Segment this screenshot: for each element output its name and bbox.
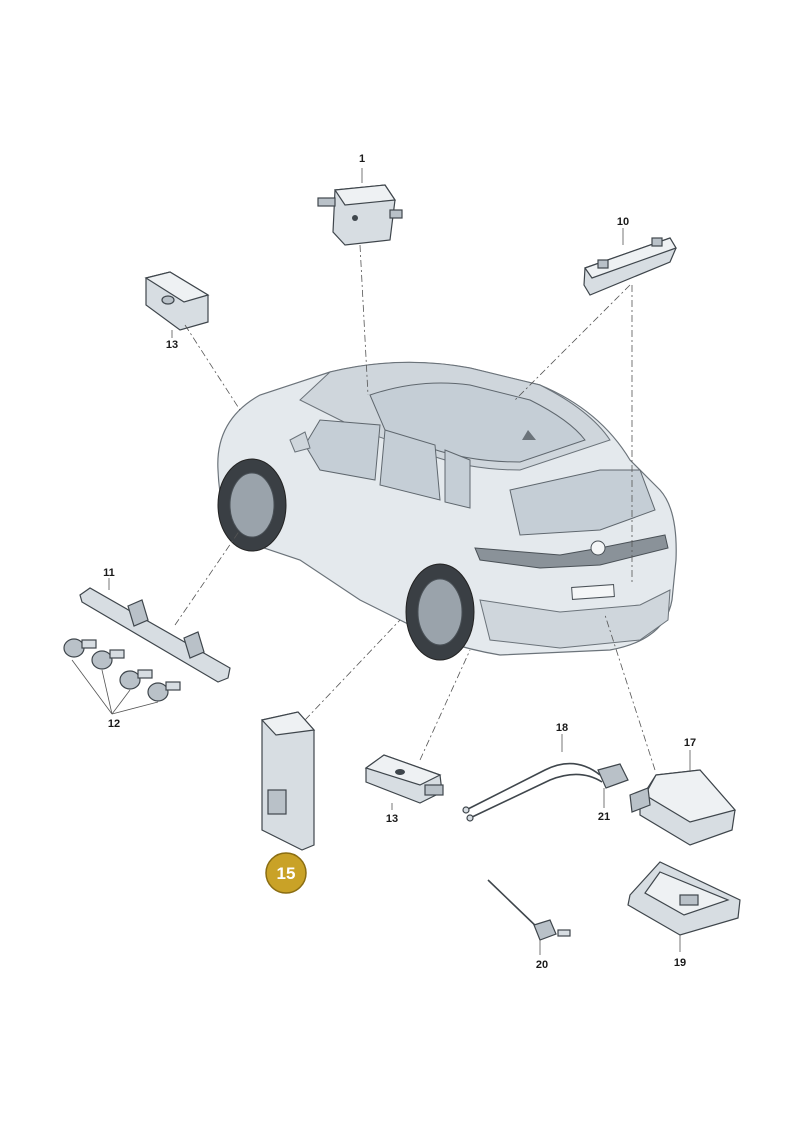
callout-15-badge: 15 [265,852,307,894]
part-13-module-upper [144,271,210,331]
part-17-control-box [629,769,737,846]
part-19-tray-housing [627,861,741,936]
callout-15: 15 [277,864,296,883]
vehicle-illustration [217,361,677,661]
callout-1: 1 [359,153,365,165]
callout-13-lower: 13 [386,813,398,825]
part-1-control-unit [317,184,403,246]
callout-13-upper: 13 [166,339,178,351]
callout-12: 12 [108,718,120,730]
callout-10: 10 [617,216,629,228]
part-13-module-lower [364,754,444,804]
part-11-bracket-rail [79,587,231,683]
part-20-cable-tie [487,879,571,941]
callout-19: 19 [674,957,686,969]
leader-lines [71,168,691,955]
callout-11: 11 [103,567,115,579]
part-12-clips [63,638,181,702]
callout-20: 20 [536,959,548,971]
callout-17: 17 [684,737,696,749]
part-18-cable-harness [462,762,629,822]
part-10-sensor-bar [583,237,677,296]
callout-21: 21 [598,811,610,823]
callout-18: 18 [556,722,568,734]
badge-circle [265,852,307,894]
part-15-module-tall [260,711,316,851]
